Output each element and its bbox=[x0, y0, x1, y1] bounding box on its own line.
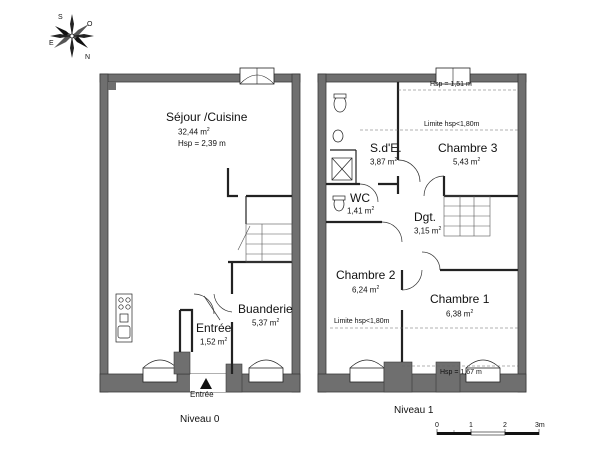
compass-e-label: E bbox=[49, 40, 54, 47]
room-dgt-area: 3,15 m2 bbox=[414, 226, 442, 236]
compass-s-label: S bbox=[58, 14, 63, 21]
room-wc-area: 1,41 m2 bbox=[347, 206, 375, 216]
level1-title: Niveau 1 bbox=[394, 405, 434, 416]
compass-n-label: N bbox=[85, 54, 91, 61]
room-chambre2-name: Chambre 2 bbox=[336, 268, 396, 282]
level1-door-swings bbox=[359, 159, 445, 291]
room-buanderie-area: 5,37 m2 bbox=[252, 318, 280, 328]
room-chambre3-area: 5,43 m2 bbox=[453, 157, 481, 167]
room-sde-name: S.d'E. bbox=[370, 141, 402, 155]
level0-stairs bbox=[237, 223, 293, 263]
room-chambre1-name: Chambre 1 bbox=[430, 292, 490, 306]
note-hsp-bottom: Hsp = 1,67 m bbox=[440, 369, 482, 376]
compass-o-label: O bbox=[87, 21, 93, 28]
note-limit-top: Limite hsp<1,80m bbox=[424, 121, 480, 128]
room-sejour-area: 32,44 m2 bbox=[178, 127, 210, 137]
level0-kitchen bbox=[115, 293, 133, 343]
room-chambre2-area: 6,24 m2 bbox=[352, 285, 380, 295]
room-sejour-height: Hsp = 2,39 m bbox=[178, 139, 226, 148]
level0-door-swings bbox=[193, 293, 233, 321]
room-sde-area: 3,87 m2 bbox=[370, 157, 398, 167]
room-sejour-name: Séjour /Cuisine bbox=[166, 110, 248, 124]
note-hsp-top: Hsp = 1,51 m bbox=[430, 81, 472, 88]
entry-arrow bbox=[200, 378, 212, 389]
room-dgt-name: Dgt. bbox=[414, 210, 437, 224]
compass-rose bbox=[50, 14, 94, 58]
room-buanderie-name: Buanderie bbox=[238, 302, 293, 316]
level1-stairs bbox=[443, 195, 491, 237]
room-entree-area: 1,52 m2 bbox=[200, 337, 228, 347]
room-wc-name: WC bbox=[350, 191, 370, 205]
room-entree-name: Entrée bbox=[196, 321, 232, 335]
scale-tick-0: 0 bbox=[435, 422, 439, 429]
level1-windows bbox=[349, 67, 501, 393]
level0-partitions bbox=[178, 168, 292, 374]
level1-fixtures bbox=[331, 93, 353, 212]
scale-tick-3: 3m bbox=[535, 422, 545, 429]
level1-height-limits bbox=[330, 89, 518, 367]
note-limit-bottom: Limite hsp<1,80m bbox=[334, 318, 390, 325]
scale-bar bbox=[436, 429, 540, 436]
scale-tick-1: 1 bbox=[469, 422, 473, 429]
room-chambre3-name: Chambre 3 bbox=[438, 141, 498, 155]
scale-tick-2: 2 bbox=[503, 422, 507, 429]
entry-marker-label: Entrée bbox=[190, 390, 214, 399]
room-chambre1-area: 6,38 m2 bbox=[446, 309, 474, 319]
level0-title: Niveau 0 bbox=[180, 414, 220, 425]
